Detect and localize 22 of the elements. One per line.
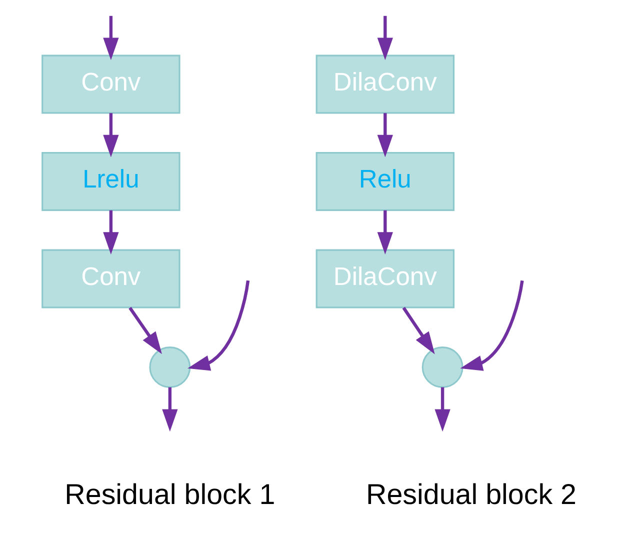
node-box: DilaConv (316, 249, 454, 308)
label: Residual block 1 (64, 478, 276, 511)
arrow (103, 16, 119, 60)
label: Residual block 2 (366, 478, 576, 511)
node-box: Lrelu (42, 152, 180, 212)
node-box: Conv (42, 54, 180, 114)
arrow (128, 306, 162, 354)
node-box: DilaConv (316, 54, 454, 114)
node-box: Conv (42, 249, 180, 308)
arrow (103, 113, 119, 158)
arrow (460, 280, 524, 371)
arrow (103, 210, 119, 255)
node-circle (149, 346, 191, 388)
arrow (434, 387, 450, 432)
arrow (188, 280, 250, 371)
arrow (377, 16, 393, 60)
arrow (377, 113, 393, 158)
node-circle (422, 346, 464, 388)
arrow (402, 306, 435, 354)
node-box: Relu (316, 152, 454, 212)
arrow (377, 210, 393, 255)
arrow (162, 387, 178, 432)
